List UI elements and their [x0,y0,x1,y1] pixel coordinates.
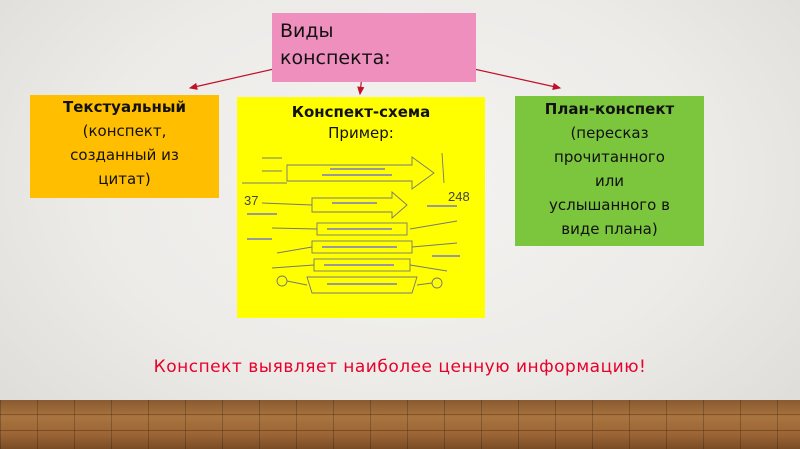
plan-line-2: прочитанного [554,148,665,166]
title-line-1: Виды [280,20,334,42]
scheme-heading: Конспект-схема [291,103,431,121]
floor-plank-line [0,414,800,415]
textual-note-box: Текстуальный (конспект, созданный из цит… [30,95,219,198]
wooden-floor [0,400,800,449]
textual-heading: Текстуальный [63,98,186,116]
scheme-example-sketch: 37 248 [242,152,470,294]
floor-plank-line [0,430,800,431]
plan-line-5: виде плана) [561,220,658,238]
plan-line-3: или [594,172,625,190]
scheme-number-248: 248 [448,189,470,204]
title-box: Виды конспекта: [272,13,476,82]
scheme-note-box: Конспект-схема Пример: [237,97,485,318]
textual-line-2: созданный из [70,146,179,164]
plan-note-box: План-конспект (пересказ прочитанного или… [515,96,704,246]
title-line-2: конспекта: [280,47,391,69]
plan-line-4: услышанного в [549,196,670,214]
plan-line-1: (пересказ [570,124,649,142]
scheme-subheading: Пример: [328,124,394,142]
footer-message: Конспект выявляет наиболее ценную информ… [153,357,647,377]
plan-heading: План-конспект [544,100,675,118]
scheme-number-37: 37 [244,193,258,208]
textual-line-3: цитат) [98,170,151,188]
textual-line-1: (конспект, [82,122,167,140]
